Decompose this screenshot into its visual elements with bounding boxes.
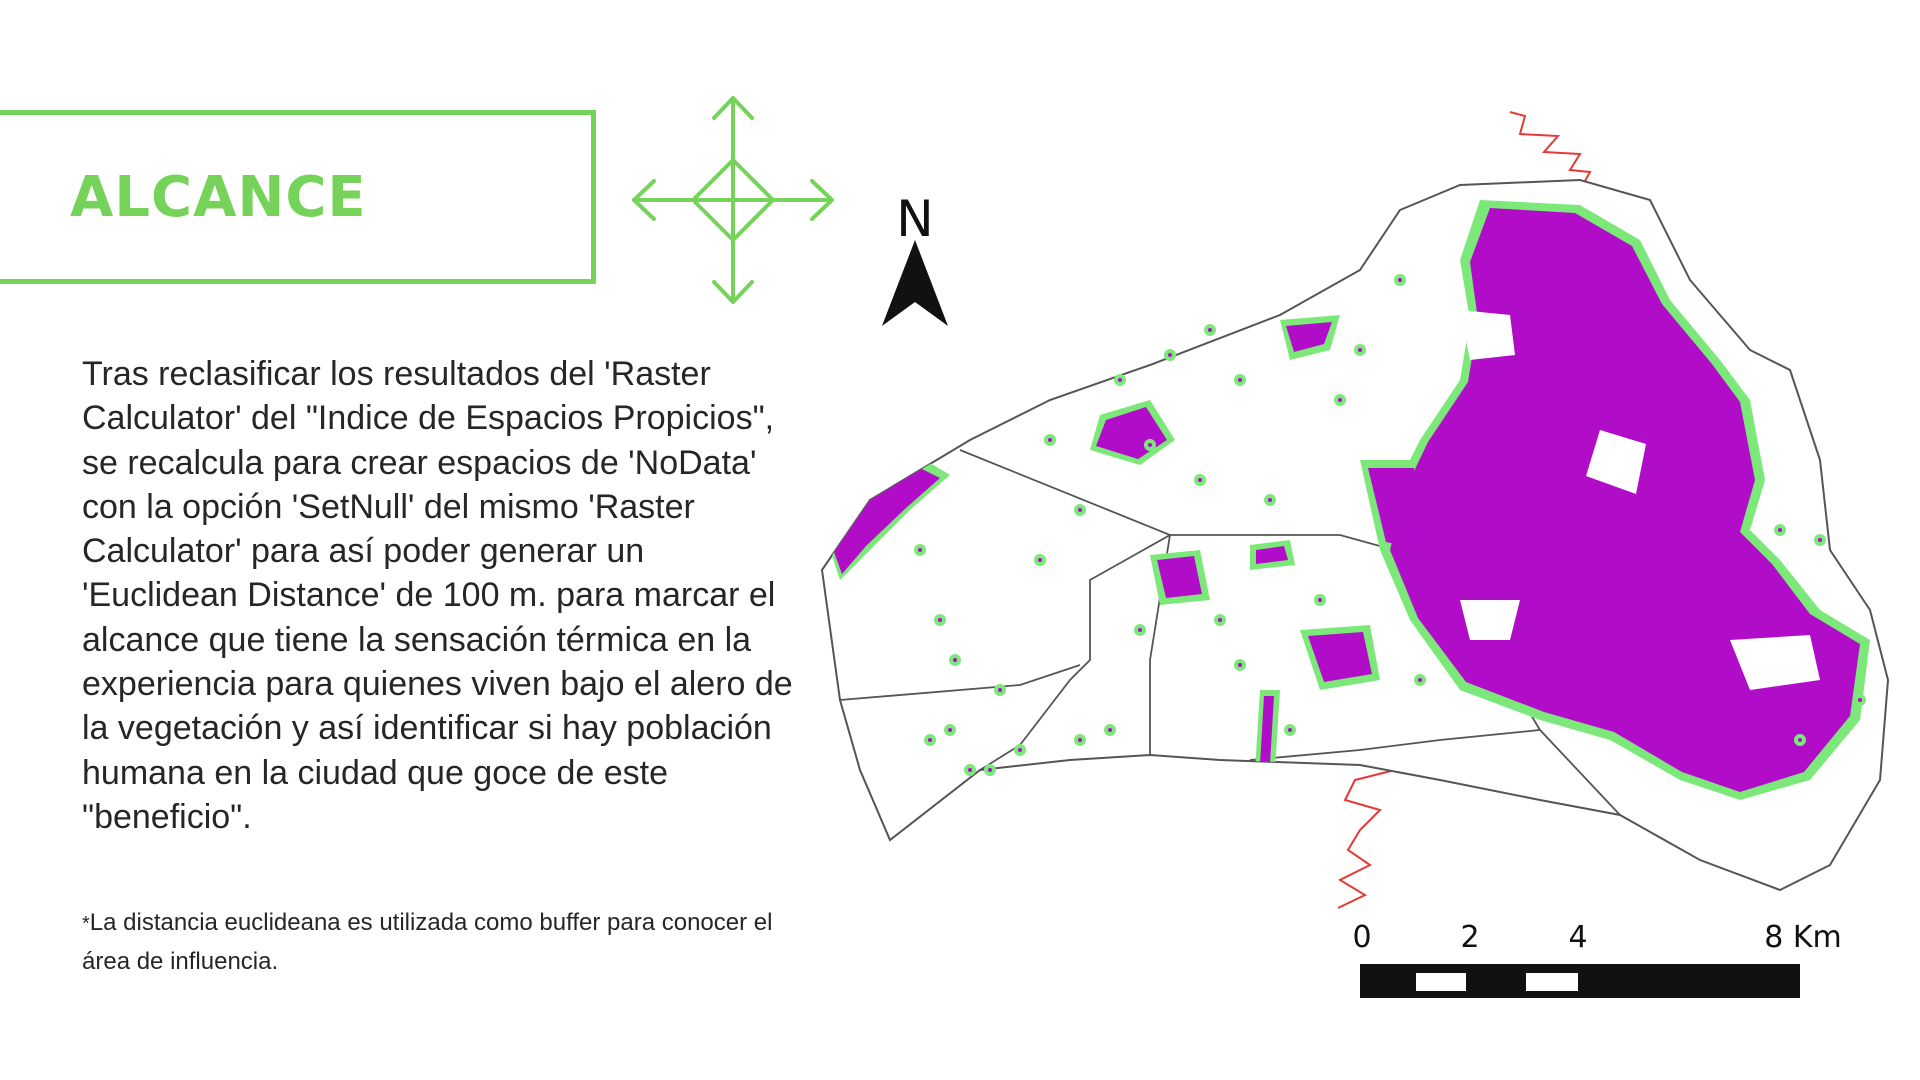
scale-tick-8: 8 Km: [1764, 920, 1842, 955]
map-view: [820, 111, 1890, 909]
vegetation-layer: [822, 200, 1870, 800]
north-label: N: [896, 190, 934, 248]
scale-tick-2: 2: [1460, 920, 1480, 955]
page-title: ALCANCE: [70, 165, 367, 230]
title-frame: [0, 110, 596, 284]
scale-bar: 0 2 4 8 Km: [1340, 920, 1842, 1010]
open-areas: [1460, 310, 1820, 690]
description-text: Tras reclasificar los resultados del 'Ra…: [82, 355, 793, 836]
compass-arrows-icon: [632, 96, 834, 304]
footnote: *La distancia euclideana es utilizada co…: [82, 904, 802, 981]
footnote-text: La distancia euclideana es utilizada com…: [82, 909, 773, 975]
footnote-mark: *: [82, 913, 90, 935]
scale-tick-0: 0: [1352, 920, 1372, 955]
scattered-points: [914, 274, 1866, 776]
north-arrow: N: [880, 190, 950, 330]
north-arrow-icon: [882, 240, 948, 326]
scale-bar-graphic: [1360, 964, 1800, 998]
scale-tick-4: 4: [1568, 920, 1588, 955]
